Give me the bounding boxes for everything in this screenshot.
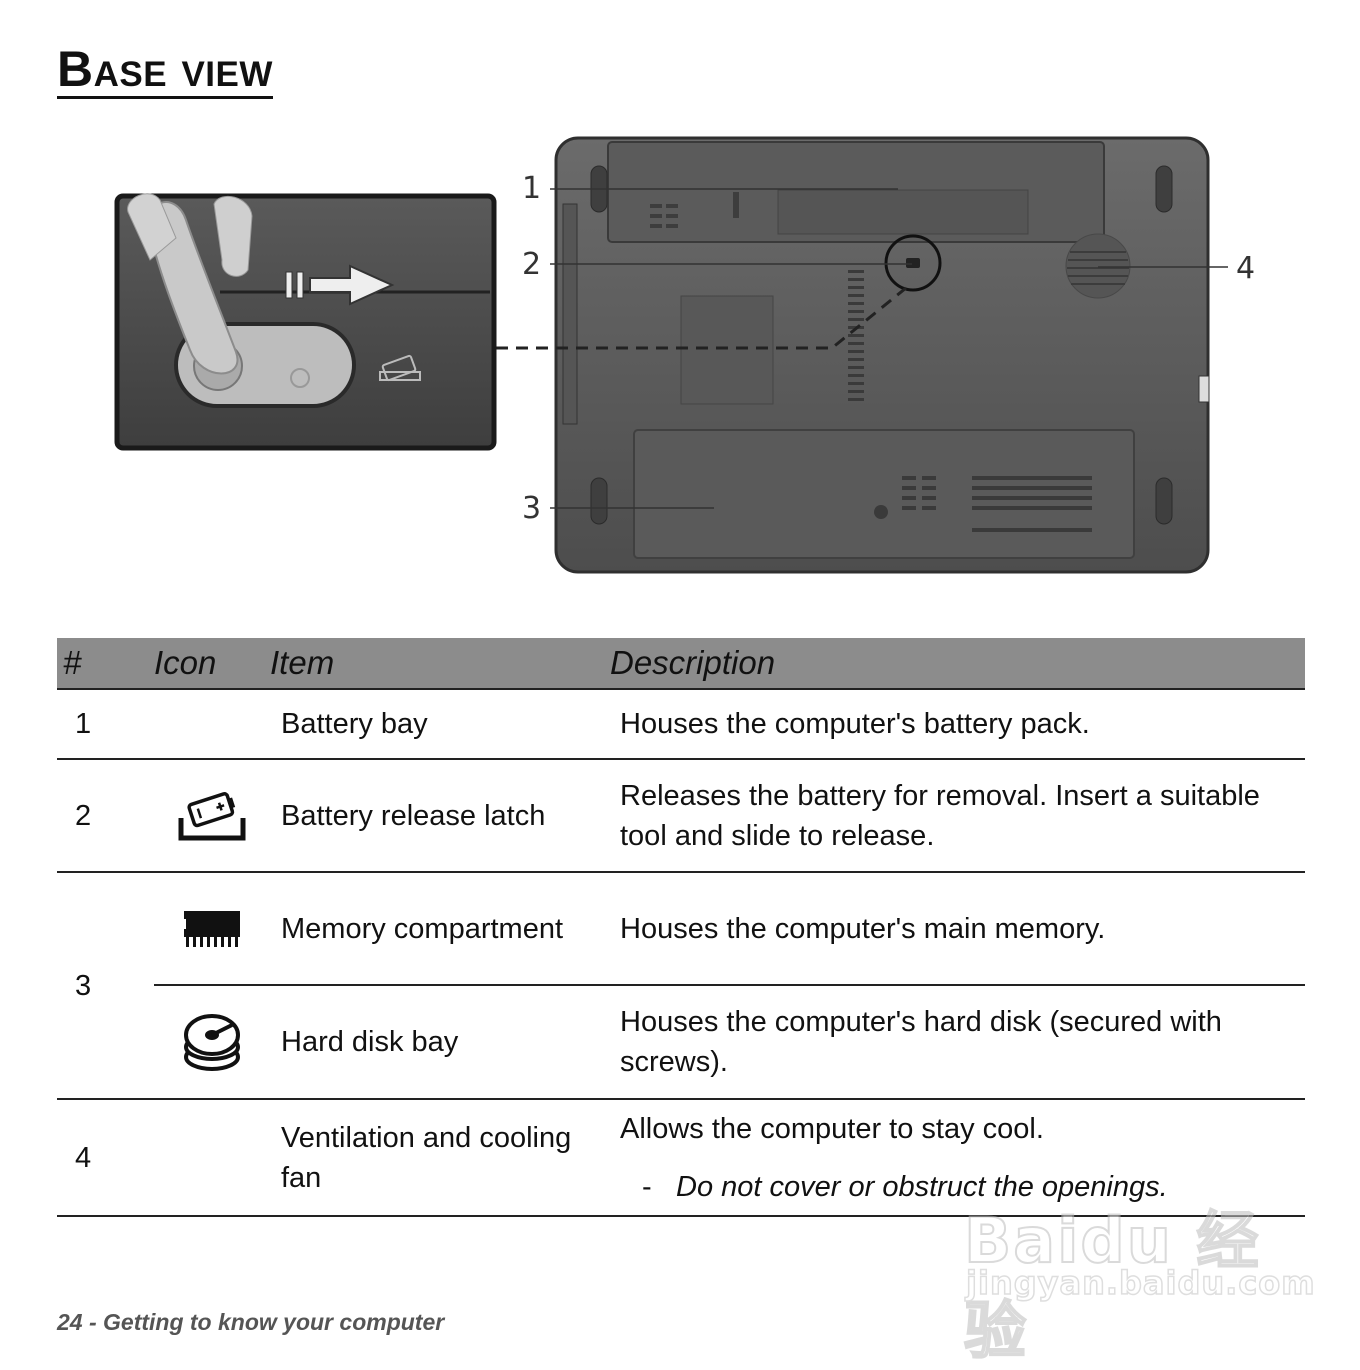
row-item: Ventilation and cooling fan: [270, 1099, 610, 1217]
row-description: Houses the computer's hard disk (secured…: [610, 985, 1305, 1100]
row-icon-cell: [154, 872, 270, 986]
row-number: 4: [57, 1099, 154, 1217]
callout-3: 3: [522, 491, 542, 526]
header-num: #: [57, 638, 154, 690]
callout-2: 2: [522, 247, 542, 282]
watermark-sub: jingyan.baidu.com: [965, 1263, 1316, 1303]
row-item: Hard disk bay: [270, 985, 610, 1100]
note-text: Do not cover or obstruct the openings.: [676, 1170, 1168, 1203]
page-footer: 24 - Getting to know your computer: [57, 1309, 445, 1335]
row-icon-cell: [154, 985, 270, 1100]
table-row: 2 Battery release latch Releases the bat…: [57, 759, 1305, 873]
laptop-base-illustration: [114, 136, 1228, 574]
row-item: Battery release latch: [270, 759, 610, 873]
row-description: Houses the computer's main memory.: [610, 872, 1305, 986]
table-header-row: # Icon Item Description: [57, 638, 1305, 690]
table-row: 3 Memory compartment Houses the computer…: [57, 872, 1305, 1100]
parts-table: # Icon Item Description 1 Battery bay Ho…: [57, 638, 1305, 1217]
watermark-main: Baidu 经验: [963, 1203, 1261, 1368]
latch-inset: [114, 193, 497, 451]
table-row: 4 Ventilation and cooling fan Allows the…: [57, 1099, 1305, 1217]
page-title: Base view: [57, 41, 273, 99]
header-icon: Icon: [154, 638, 270, 690]
row-icon-empty: [154, 1099, 270, 1217]
header-description: Description: [610, 638, 1305, 690]
table-row: 1 Battery bay Houses the computer's batt…: [57, 689, 1305, 760]
header-item: Item: [270, 638, 610, 690]
callout-1: 1: [522, 171, 542, 206]
laptop-body: [554, 136, 1210, 574]
hard-disk-icon: [184, 1014, 240, 1071]
memory-icon: [182, 911, 240, 948]
dashed-connector: [496, 286, 907, 350]
row-number: 2: [57, 759, 154, 873]
row-icon-cell: [154, 759, 270, 873]
note-dash: -: [642, 1170, 652, 1203]
row-number: 3: [57, 872, 154, 1100]
battery-release-icon: [178, 791, 246, 840]
callout-lines: [550, 188, 1228, 509]
callout-4: 4: [1236, 251, 1256, 286]
row-description: Releases the battery for removal. Insert…: [610, 759, 1305, 873]
row-item: Battery bay: [270, 689, 610, 760]
table-row: Hard disk bay Houses the computer's hard…: [57, 985, 1305, 1100]
row-description-cell: Allows the computer to stay cool. -Do no…: [610, 1099, 1305, 1217]
row-description: Allows the computer to stay cool.: [620, 1112, 1044, 1145]
row-note: -Do not cover or obstruct the openings.: [620, 1167, 1305, 1207]
row-number: 1: [57, 689, 154, 760]
base-view-figure: 1 2 3 4: [0, 120, 1360, 600]
row-description: Houses the computer's battery pack.: [610, 689, 1305, 760]
row-item: Memory compartment: [270, 872, 610, 986]
row-icon-empty: [154, 689, 270, 760]
